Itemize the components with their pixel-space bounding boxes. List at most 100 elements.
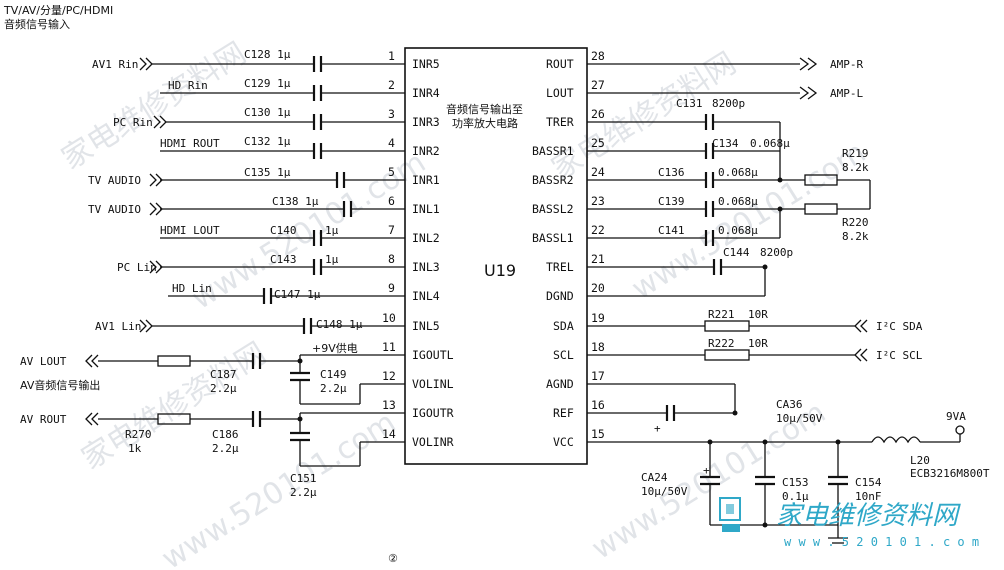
pin-name: INL1 bbox=[412, 202, 440, 216]
pin-row: BASSR2 24 bbox=[532, 165, 605, 187]
pin-number: 27 bbox=[591, 78, 605, 92]
pin-number: 6 bbox=[388, 194, 395, 208]
cap-label-c132: C132 1μ bbox=[244, 135, 291, 148]
input-label-i2c-scl: I²C SCL bbox=[876, 349, 923, 362]
pin-name: DGND bbox=[546, 289, 574, 303]
cap-label-c129: C129 1μ bbox=[244, 77, 291, 90]
input-label-i2c-sda: I²C SDA bbox=[876, 320, 923, 333]
cap-label-c134: C134 bbox=[712, 137, 739, 150]
cap-label-c136: C136 bbox=[658, 166, 685, 179]
figure-number: ② bbox=[388, 552, 398, 565]
pin-name: ROUT bbox=[546, 57, 574, 71]
cap-value-c136: 0.068μ bbox=[718, 166, 758, 179]
site-logo-graphic: 家电维修资料网 w w w . 5 2 0 1 0 1 . c o m bbox=[719, 497, 979, 549]
output-label-av-rout: AV ROUT bbox=[20, 413, 67, 426]
output-label-amp-l: AMP-L bbox=[830, 87, 863, 100]
pin-number: 24 bbox=[591, 165, 605, 179]
cap-label-c148: C148 1μ bbox=[316, 318, 363, 331]
resistor-value-r270: 1k bbox=[128, 442, 142, 455]
cap-label-ca24: CA24 bbox=[641, 471, 668, 484]
resistor-label-r221: R221 bbox=[708, 308, 735, 321]
watermark-url: www.520101.com bbox=[156, 405, 402, 567]
input-label-tv-audio: TV AUDIO bbox=[88, 174, 141, 187]
input-label-av1-rin: AV1 Rin bbox=[92, 58, 138, 71]
cap-value-c143: 1μ bbox=[325, 253, 339, 266]
svg-text:+: + bbox=[703, 464, 710, 477]
pin-name: SDA bbox=[553, 319, 574, 333]
header-line-1: TV/AV/分量/PC/HDMI bbox=[3, 4, 113, 17]
pin-number: 19 bbox=[591, 311, 605, 325]
pin-row: TREL 21 bbox=[546, 252, 605, 274]
pin-number: 15 bbox=[591, 427, 605, 441]
inductor-label-l20: L20 bbox=[910, 454, 930, 467]
cap-label-c186: C186 bbox=[212, 428, 239, 441]
input-label-hd-rin: HD Rin bbox=[168, 79, 208, 92]
pin-number: 21 bbox=[591, 252, 605, 266]
chip-note-line-1: 音频信号输出至 bbox=[446, 102, 523, 116]
cap-value-c149: 2.2μ bbox=[320, 382, 347, 395]
pin-number: 7 bbox=[388, 223, 395, 237]
resistor-label-r220: R220 bbox=[842, 216, 869, 229]
cap-label-c139: C139 bbox=[658, 195, 685, 208]
pin-name: TREL bbox=[546, 260, 574, 274]
pin-number: 26 bbox=[591, 107, 605, 121]
cap-value-ca36: 10μ/50V bbox=[776, 412, 823, 425]
pin-name: VCC bbox=[553, 435, 574, 449]
output-caption: AV音频信号输出 bbox=[20, 378, 100, 392]
pin-number: 25 bbox=[591, 136, 605, 150]
pin-number: 18 bbox=[591, 340, 605, 354]
pin-name: BASSL1 bbox=[532, 231, 574, 245]
cap-label-c154: C154 bbox=[855, 476, 882, 489]
cap-label-c130: C130 1μ bbox=[244, 106, 291, 119]
pin-name: REF bbox=[553, 406, 574, 420]
pin-number: 20 bbox=[591, 281, 605, 295]
cap-label-c147: C147 1μ bbox=[274, 288, 321, 301]
pin-name: INR3 bbox=[412, 115, 440, 129]
pin-number: 2 bbox=[388, 78, 395, 92]
cap-value-c151: 2.2μ bbox=[290, 486, 317, 499]
output-label-amp-r: AMP-R bbox=[830, 58, 863, 71]
cap-label-c140: C140 bbox=[270, 224, 297, 237]
cap-label-ca36: CA36 bbox=[776, 398, 803, 411]
pin-number: 28 bbox=[591, 49, 605, 63]
pin-name: INL5 bbox=[412, 319, 440, 333]
chip-name: U19 bbox=[484, 261, 516, 280]
inductor-part-l20: ECB3216M800T bbox=[910, 467, 990, 480]
site-logo: 家电维修资料网 w w w . 5 2 0 1 0 1 . c o m bbox=[718, 488, 1002, 566]
resistor-value-r221: 10R bbox=[748, 308, 768, 321]
pin-name: BASSR2 bbox=[532, 173, 574, 187]
input-label-pc-rin: PC Rin bbox=[113, 116, 153, 129]
pin-number: 1 bbox=[388, 49, 395, 63]
pin-number: 5 bbox=[388, 165, 395, 179]
watermark-url: www.520101.com bbox=[626, 135, 872, 307]
pin-number: 13 bbox=[382, 398, 396, 412]
resistor-label-r270: R270 bbox=[125, 428, 152, 441]
pin-number: 3 bbox=[388, 107, 395, 121]
pin-name: INR2 bbox=[412, 144, 440, 158]
cap-label-c151: C151 bbox=[290, 472, 317, 485]
pin-number: 14 bbox=[382, 427, 396, 441]
cap-label-c144: C144 bbox=[723, 246, 750, 259]
watermark-cn: 家电维修资料网 bbox=[56, 36, 253, 177]
supply-label-9va: 9VA bbox=[946, 410, 966, 423]
right-output-wiring: + + bbox=[587, 57, 965, 544]
pin-name: LOUT bbox=[546, 86, 574, 100]
pin-number: 8 bbox=[388, 252, 395, 266]
resistor-value-r219: 8.2k bbox=[842, 161, 869, 174]
cap-value-c154: 10nF bbox=[855, 490, 882, 503]
input-label-tv-audio: TV AUDIO bbox=[88, 203, 141, 216]
cap-label-c135: C135 1μ bbox=[244, 166, 291, 179]
pin-number: 9 bbox=[388, 281, 395, 295]
